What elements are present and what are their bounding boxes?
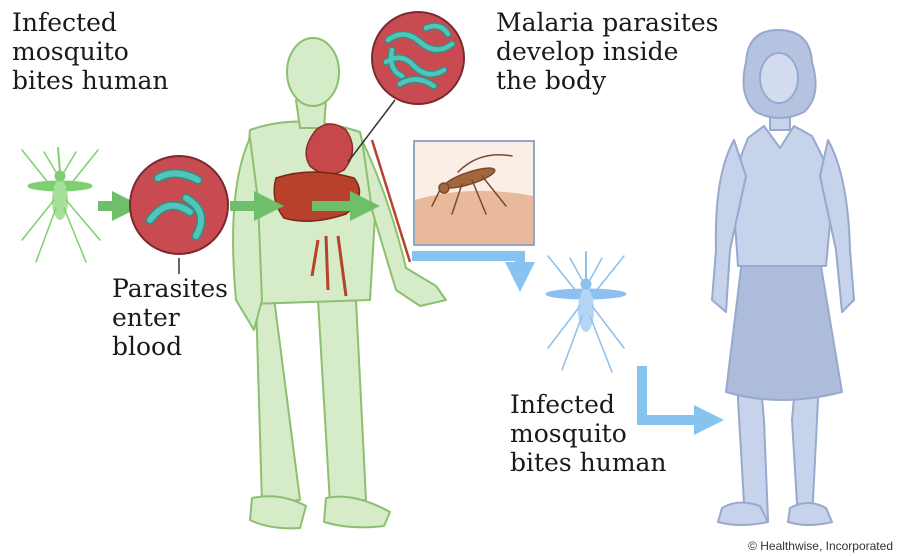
infected-mosquito-bites-label-1: Infected mosquito bites human [12, 8, 169, 95]
parasites-in-blood-icon [130, 156, 228, 274]
parasites-develop-label: Malaria parasites develop inside the bod… [496, 8, 718, 95]
green-mosquito-icon [22, 148, 100, 262]
infected-person-figure [233, 38, 446, 528]
healthy-person-figure [712, 30, 854, 525]
copyright-credit: © Healthwise, Incorporated [748, 539, 893, 553]
parasites-in-body-icon [348, 12, 464, 162]
parasites-enter-blood-label: Parasites enter blood [112, 274, 228, 361]
infected-mosquito-bites-label-2: Infected mosquito bites human [510, 390, 667, 477]
blue-mosquito-icon [546, 252, 626, 372]
mosquito-biting-skin-icon [414, 141, 534, 245]
